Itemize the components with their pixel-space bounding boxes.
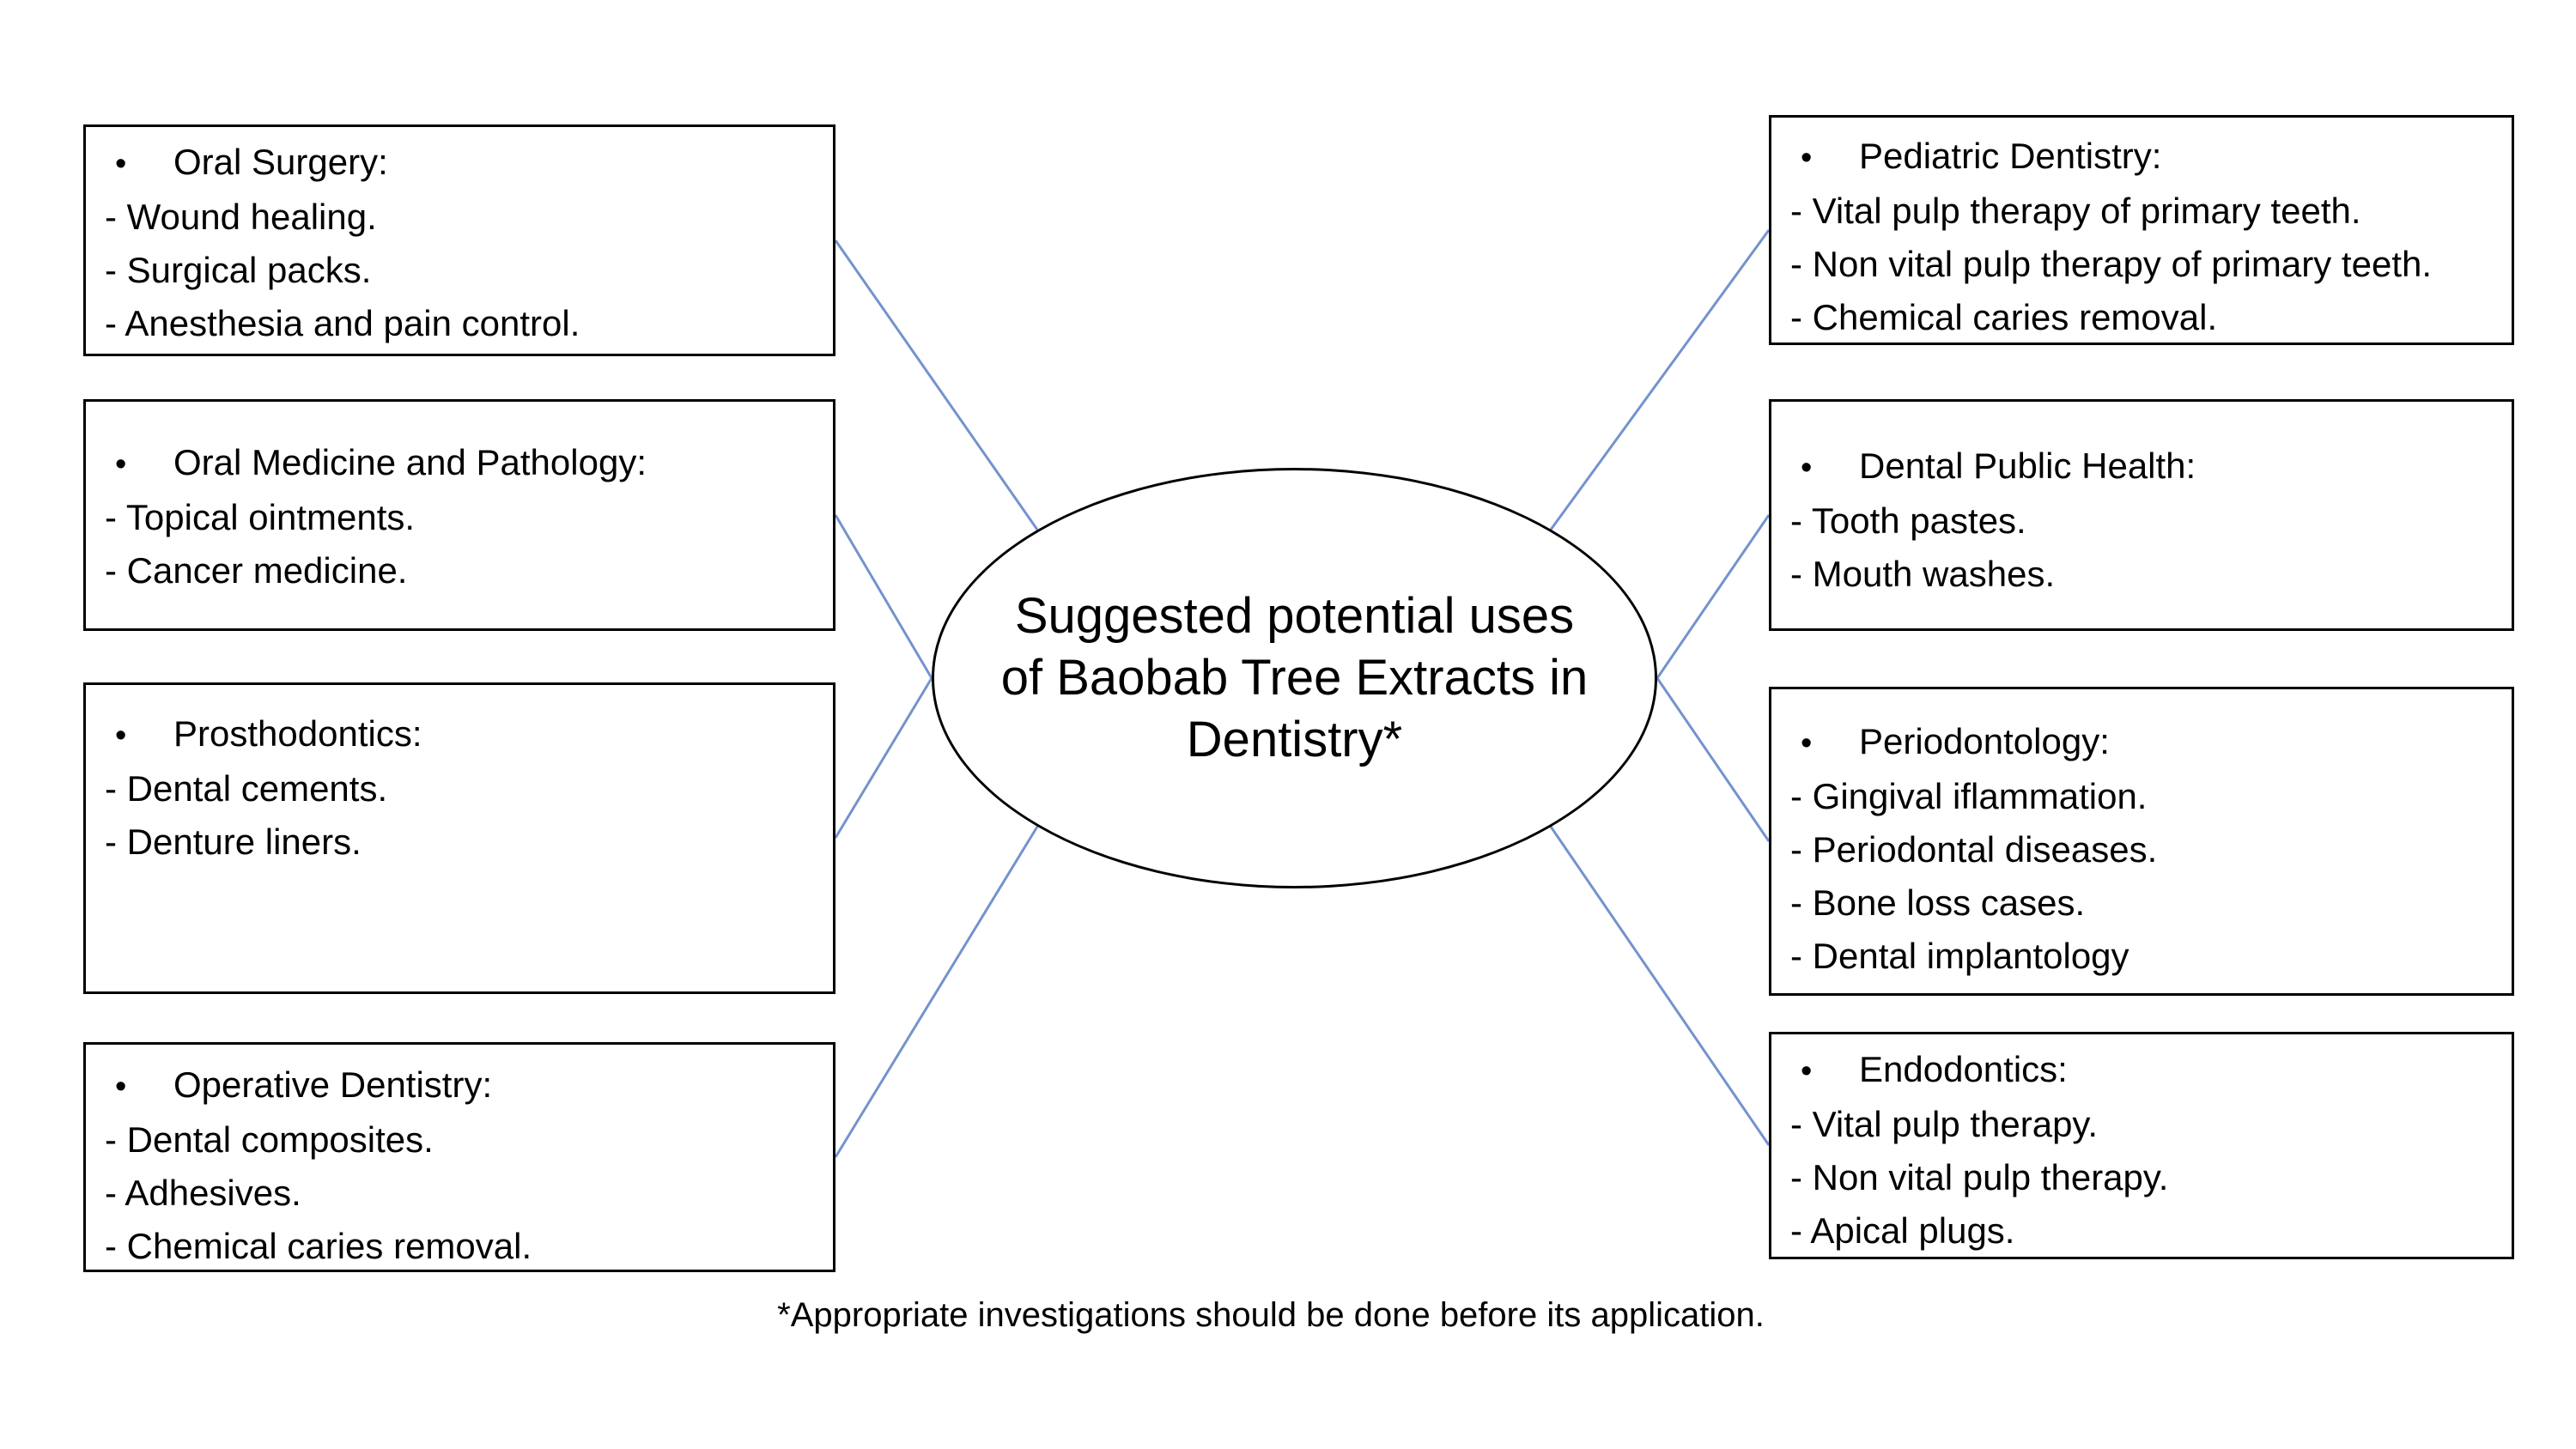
bullet-icon: • (1801, 1053, 1813, 1089)
center-ellipse: Suggested potential uses of Baobab Tree … (932, 468, 1657, 888)
category-title-text: Periodontology: (1859, 721, 2110, 761)
bullet-icon: • (115, 446, 127, 482)
category-title-text: Prosthodontics: (173, 713, 422, 754)
category-title-text: Endodontics: (1859, 1049, 2068, 1089)
category-title: • Operative Dentistry: (86, 1058, 833, 1113)
bullet-icon: • (115, 1069, 127, 1105)
connector-line-pediatric-dentistry (1549, 229, 1771, 530)
connector-line-operative-dentistry (834, 826, 1039, 1158)
category-title: • Endodontics: (1771, 1043, 2512, 1098)
category-box-oral-medicine-pathology: • Oral Medicine and Pathology: - Topical … (83, 399, 835, 631)
category-box-endodontics: • Endodontics: - Vital pulp therapy. - No… (1769, 1032, 2514, 1259)
bullet-icon: • (1801, 725, 1813, 761)
category-box-oral-surgery: • Oral Surgery: - Wound healing. - Surgic… (83, 124, 835, 356)
category-box-operative-dentistry: • Operative Dentistry: - Dental composite… (83, 1042, 835, 1272)
connector-line-oral-medicine (834, 514, 933, 679)
list-item: - Vital pulp therapy of primary teeth. (1790, 191, 2361, 231)
list-item: - Cancer medicine. (105, 550, 408, 591)
footnote-text: *Appropriate investigations should be do… (777, 1296, 1765, 1334)
list-item: - Topical ointments. (105, 497, 416, 537)
category-title-text: Oral Surgery: (173, 142, 388, 182)
category-title-text: Pediatric Dentistry: (1859, 136, 2162, 176)
list-item: - Anesthesia and pain control. (105, 303, 580, 343)
bullet-icon: • (1801, 450, 1813, 486)
connector-line-dental-public-health (1656, 514, 1771, 679)
center-ellipse-text-line: Suggested potential uses (1014, 588, 1575, 644)
center-ellipse-text-line: of Baobab Tree Extracts in (1000, 650, 1589, 706)
list-item: - Non vital pulp therapy. (1790, 1157, 2169, 1197)
connector-line-endodontics (1549, 826, 1771, 1146)
list-item: - Mouth washes. (1790, 554, 2056, 594)
connector-line-periodontology (1656, 677, 1771, 842)
list-item: - Dental implantology (1790, 936, 2129, 976)
category-title: • Oral Surgery: (86, 136, 833, 191)
list-item: - Bone loss cases. (1790, 882, 2086, 923)
category-title: • Oral Medicine and Pathology: (86, 436, 833, 491)
category-title: • Periodontology: (1771, 715, 2512, 770)
bullet-icon: • (115, 146, 127, 182)
bullet-icon: • (1801, 140, 1813, 176)
category-title: • Pediatric Dentistry: (1771, 130, 2512, 185)
list-item: - Gingival iflammation. (1790, 776, 2148, 816)
list-item: - Wound healing. (105, 197, 377, 237)
list-item: - Apical plugs. (1790, 1210, 2015, 1251)
list-item: - Tooth pastes. (1790, 500, 2026, 541)
list-item: - Periodontal diseases. (1790, 829, 2158, 870)
category-title: • Prosthodontics: (86, 707, 833, 762)
category-box-dental-public-health: • Dental Public Health: - Tooth pastes. -… (1769, 399, 2514, 631)
connector-line-prosthodontics (834, 677, 933, 839)
list-item: - Non vital pulp therapy of primary teet… (1790, 244, 2433, 284)
category-box-prosthodontics: • Prosthodontics: - Dental cements. - Den… (83, 682, 835, 994)
center-ellipse-text-line: Dentistry* (1186, 712, 1403, 767)
list-item: - Surgical packs. (105, 250, 372, 290)
category-title: • Dental Public Health: (1771, 440, 2512, 494)
list-item: - Dental cements. (105, 768, 388, 809)
category-title-text: Operative Dentistry: (173, 1064, 493, 1105)
bullet-icon: • (115, 718, 127, 754)
connector-line-oral-surgery (834, 239, 1039, 530)
list-item: - Chemical caries removal. (105, 1226, 532, 1266)
category-title-text: Oral Medicine and Pathology: (173, 442, 647, 482)
list-item: - Chemical caries removal. (1790, 297, 2218, 337)
category-title-text: Dental Public Health: (1859, 446, 2196, 486)
list-item: - Vital pulp therapy. (1790, 1104, 2098, 1144)
category-box-pediatric-dentistry: • Pediatric Dentistry: - Vital pulp thera… (1769, 115, 2514, 345)
list-item: - Dental composites. (105, 1119, 434, 1160)
list-item: - Adhesives. (105, 1173, 301, 1213)
category-box-periodontology: • Periodontology: - Gingival iflammation.… (1769, 687, 2514, 996)
list-item: - Denture liners. (105, 822, 361, 862)
